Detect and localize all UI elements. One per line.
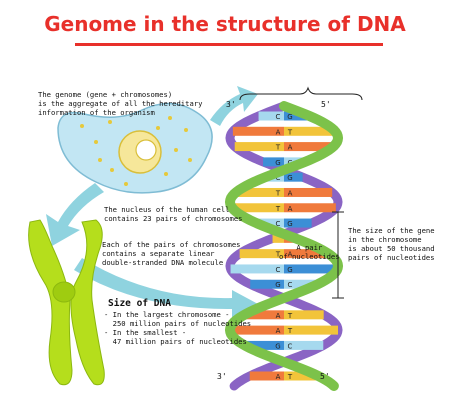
- base-letter: G: [287, 174, 292, 182]
- chromosome-pairs-text: Each of the pairs of chromosomes contain…: [102, 240, 241, 267]
- base-letter: T: [287, 373, 293, 381]
- base-letter: A: [288, 251, 293, 259]
- base-T: [284, 126, 336, 136]
- nucleolus: [135, 139, 157, 161]
- base-A: [284, 249, 329, 259]
- base-T: [272, 233, 284, 243]
- dna-size-text: - In the largest chromosome - 250 millio…: [104, 310, 252, 346]
- strand-end-bottom-left: 3': [217, 372, 227, 381]
- base-letter: T: [287, 312, 293, 320]
- base-T: [234, 142, 284, 152]
- dna-strand-back: [225, 101, 343, 391]
- base-T: [235, 187, 284, 197]
- base-A: [284, 187, 333, 197]
- base-letter: A: [276, 373, 281, 381]
- page-title: Genome in the structure of DNA: [44, 12, 406, 36]
- base-G: [263, 157, 284, 167]
- base-T: [284, 371, 319, 381]
- base-letter: C: [276, 113, 281, 121]
- base-A: [284, 142, 334, 152]
- gene-size-text: The size of the gene in the chromosome i…: [348, 226, 435, 262]
- base-letter: T: [275, 189, 281, 197]
- dna-strand-front: [224, 101, 344, 391]
- top-brace: [239, 86, 363, 101]
- base-G: [284, 218, 312, 228]
- base-letter: T: [275, 205, 281, 213]
- base-letter: G: [287, 266, 292, 274]
- base-letter: C: [288, 342, 293, 350]
- base-letter: C: [276, 174, 281, 182]
- base-letter: G: [275, 281, 280, 289]
- strand-end-bottom-right: 5': [320, 372, 330, 381]
- base-A: [230, 325, 284, 335]
- base-letter: G: [287, 220, 292, 228]
- strand-end-top-right: 5': [321, 100, 331, 109]
- base-letter: A: [276, 327, 281, 335]
- base-letter: G: [287, 113, 292, 121]
- base-A: [249, 371, 284, 381]
- base-A: [284, 203, 336, 213]
- base-T: [284, 310, 324, 320]
- base-T: [284, 325, 338, 335]
- strand-end-top-left: 3': [226, 100, 236, 109]
- base-letter: A: [276, 128, 281, 136]
- base-letter: C: [288, 281, 293, 289]
- base-letter: A: [288, 189, 293, 197]
- base-T: [232, 203, 284, 213]
- base-C: [284, 340, 324, 350]
- nucleotide-pair-label: A pair of nucleotides: [279, 243, 340, 261]
- base-letter: T: [287, 128, 293, 136]
- cell-granules: [80, 116, 192, 186]
- base-T: [239, 249, 284, 259]
- base-letter: C: [276, 220, 281, 228]
- chromosome: [28, 219, 105, 386]
- base-A: [244, 310, 284, 320]
- base-G: [250, 279, 284, 289]
- base-G: [284, 172, 303, 182]
- arrow-chromosome-to-dna: [74, 258, 258, 318]
- base-G: [284, 264, 338, 274]
- base-letter: A: [276, 312, 281, 320]
- base-G: [244, 340, 284, 350]
- base-C: [284, 279, 318, 289]
- base-C: [230, 264, 284, 274]
- base-letter: G: [275, 342, 280, 350]
- arrow-cell-to-chromosome: [46, 183, 104, 246]
- base-letter: T: [287, 327, 293, 335]
- base-C: [258, 111, 284, 121]
- arrow-cell-to-dna: [210, 86, 258, 126]
- dna-size-heading: Size of DNA: [108, 298, 171, 309]
- base-A: [232, 126, 284, 136]
- base-letter: T: [275, 144, 281, 152]
- base-letter: A: [288, 205, 293, 213]
- base-letter: G: [275, 159, 280, 167]
- nucleus-text: The nucleus of the human cell contains 2…: [104, 205, 243, 223]
- title-underline: [75, 43, 383, 46]
- genome-definition-text: The genome (gene + chromosomes) is the a…: [38, 90, 203, 117]
- base-C: [256, 218, 284, 228]
- base-letter: A: [288, 144, 293, 152]
- base-letter: C: [276, 266, 281, 274]
- base-letter: T: [275, 251, 281, 259]
